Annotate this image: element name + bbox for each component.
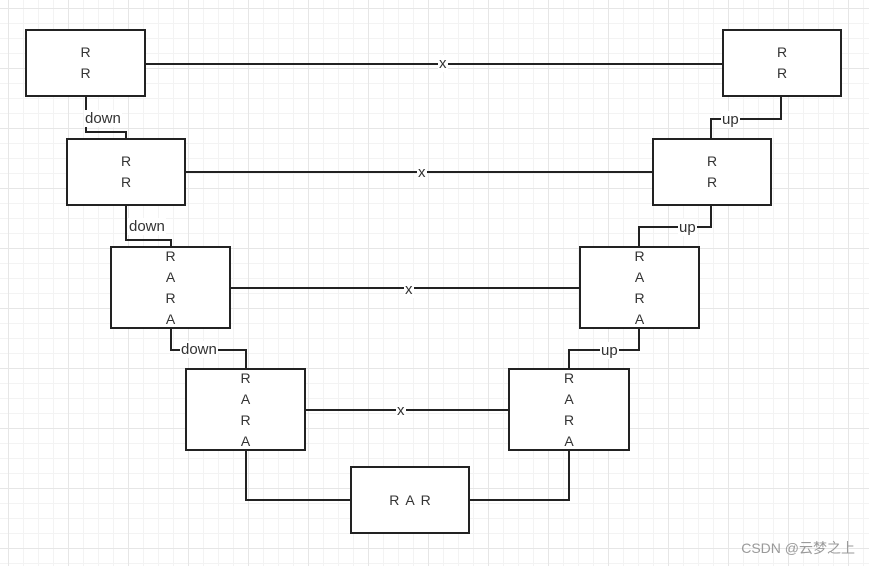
skip-label: x — [438, 55, 448, 72]
node-letter: R — [776, 44, 788, 60]
skip-label: x — [396, 402, 406, 419]
skip-label: x — [404, 281, 414, 298]
node-letter: A — [165, 268, 176, 285]
node-letter: R — [120, 153, 132, 169]
node-letter: A — [405, 491, 415, 508]
bottleneck-connector-right — [470, 451, 570, 501]
node-letter: A — [240, 432, 251, 449]
node-letter: R — [563, 369, 575, 386]
skip-label: x — [417, 164, 427, 181]
decoder-block-1: R R — [722, 29, 842, 97]
node-letter: R — [634, 289, 645, 306]
node-letter: A — [634, 268, 645, 285]
down-label: down — [84, 110, 122, 127]
node-letter: R — [420, 491, 431, 508]
node-letter: A — [634, 310, 645, 327]
node-letter: R — [389, 491, 400, 508]
bottleneck-connector-left — [245, 451, 350, 501]
up-label: up — [721, 111, 740, 128]
node-letter: R — [563, 411, 575, 428]
decoder-block-3: R A R A — [579, 246, 700, 329]
node-letter: R — [165, 289, 176, 306]
node-letter: A — [564, 432, 574, 449]
up-connector-1 — [710, 97, 782, 138]
down-label: down — [128, 218, 166, 235]
bottleneck-block: R A R — [350, 466, 470, 534]
node-letter: R — [776, 65, 788, 81]
node-letter: R — [634, 247, 645, 264]
node-letter: R — [165, 247, 176, 264]
watermark: CSDN @云梦之上 — [741, 540, 855, 556]
node-letter: R — [706, 174, 718, 190]
up-label: up — [678, 219, 697, 236]
node-letter: R — [80, 65, 91, 81]
up-connector-2 — [638, 206, 712, 246]
node-letter: A — [564, 390, 574, 407]
node-letter: A — [165, 310, 176, 327]
node-letter: R — [240, 369, 251, 386]
node-letter: R — [240, 411, 251, 428]
down-connector-2 — [125, 206, 172, 246]
node-letter: R — [80, 44, 91, 60]
up-label: up — [600, 342, 619, 359]
node-letter: R — [120, 174, 132, 190]
down-label: down — [180, 341, 218, 358]
decoder-block-2: R R — [652, 138, 772, 206]
node-letter: A — [240, 390, 251, 407]
node-letter: R — [706, 153, 718, 169]
encoder-block-1: R R — [25, 29, 146, 97]
decoder-block-4: R A R A — [508, 368, 630, 451]
encoder-block-3: R A R A — [110, 246, 231, 329]
encoder-block-4: R A R A — [185, 368, 306, 451]
encoder-block-2: R R — [66, 138, 186, 206]
